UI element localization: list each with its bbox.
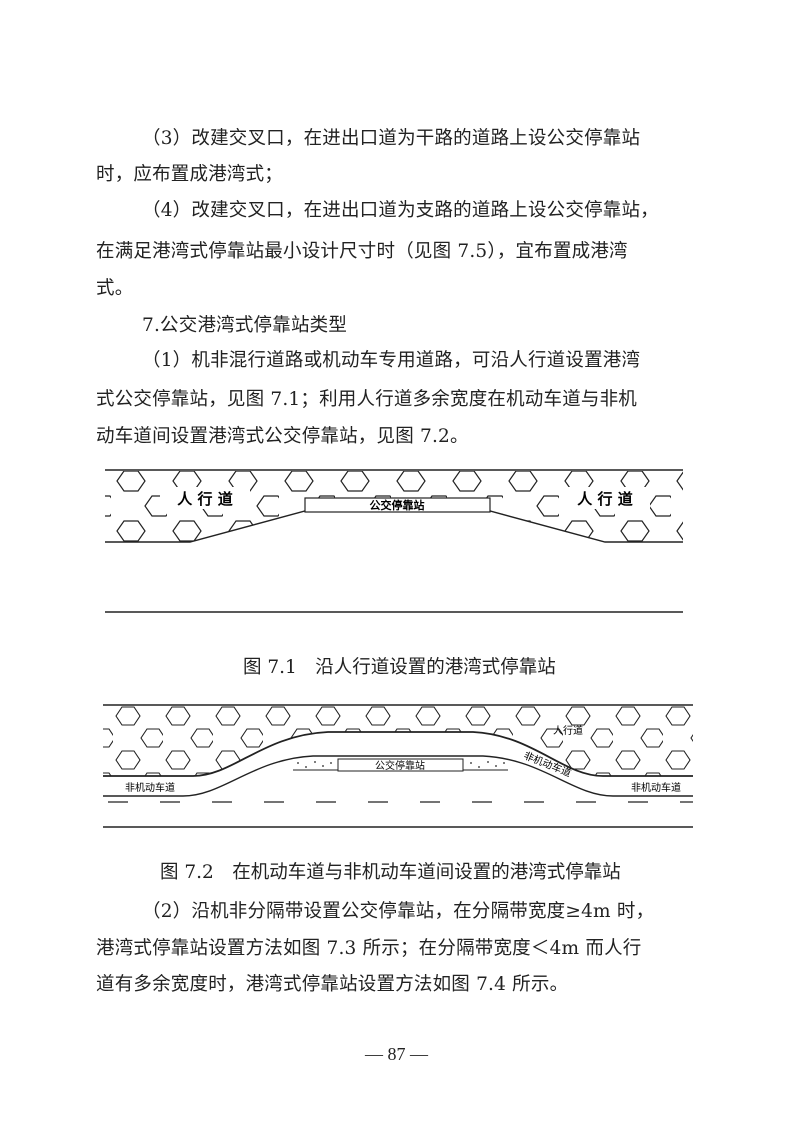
section-heading: 7.公交港湾式停靠站类型	[142, 315, 348, 336]
paragraph-line-10: （2）沿机非分隔带设置公交停靠站，在分隔带宽度≥4m 时，	[142, 901, 655, 922]
figure2-bus-stop-box	[337, 758, 464, 772]
figure2-curb-upper	[103, 731, 693, 777]
page-number: — 87 —	[365, 1044, 428, 1064]
figure1-bus-stop-box	[304, 497, 491, 513]
paragraph-line-2: 时，应布置成港湾式；	[96, 164, 284, 185]
figure2-curb-lower	[103, 755, 693, 797]
figure-7-1: 人 行 道 公交停靠站 人 行 道	[105, 469, 683, 613]
paragraph-line-7: （1）机非混行道路或机动车专用道路，可沿人行道设置港湾	[142, 350, 641, 371]
figure1-label-bus-stop: 公交停靠站	[370, 498, 425, 512]
paragraph-line-8: 式公交停靠站，见图 7.1；利用人行道多余宽度在机动车道与非机	[96, 389, 638, 410]
figure1-label-sidewalk-left: 人 行 道	[177, 490, 232, 508]
paragraph-line-9: 动车道间设置港湾式公交停靠站，见图 7.2。	[96, 426, 469, 447]
paragraph-line-4: 在满足港湾式停靠站最小设计尺寸时（见图 7.5），宜布置成港湾	[96, 241, 628, 262]
figure1-label-sidewalk-right: 人 行 道	[577, 490, 632, 508]
figure2-label-sidewalk: 人行道	[553, 724, 583, 737]
figure1-caption: 图 7.1 沿人行道设置的港湾式停靠站	[243, 657, 556, 678]
figure2-label-nonmotor-left: 非机动车道	[125, 781, 175, 794]
figure2-label-bus-stop: 公交停靠站	[375, 759, 425, 772]
paragraph-line-3: （4）改建交叉口，在进出口道为支路的道路上设公交停靠站，	[142, 200, 659, 221]
paragraph-line-5: 式。	[96, 278, 134, 299]
paragraph-line-1: （3）改建交叉口，在进出口道为干路的道路上设公交停靠站	[142, 128, 641, 149]
paragraph-line-11: 港湾式停靠站设置方法如图 7.3 所示；在分隔带宽度＜4m 而人行	[96, 938, 642, 959]
figure2-caption: 图 7.2 在机动车道与非机动车道间设置的港湾式停靠站	[160, 862, 621, 883]
figure-7-2: 公交停靠站 人行道 非机动车道 非机动车道 非机动车道	[103, 704, 693, 828]
paragraph-line-12: 道有多余宽度时，港湾式停靠站设置方法如图 7.4 所示。	[96, 974, 569, 995]
figure2-label-nonmotor-right: 非机动车道	[631, 781, 681, 794]
